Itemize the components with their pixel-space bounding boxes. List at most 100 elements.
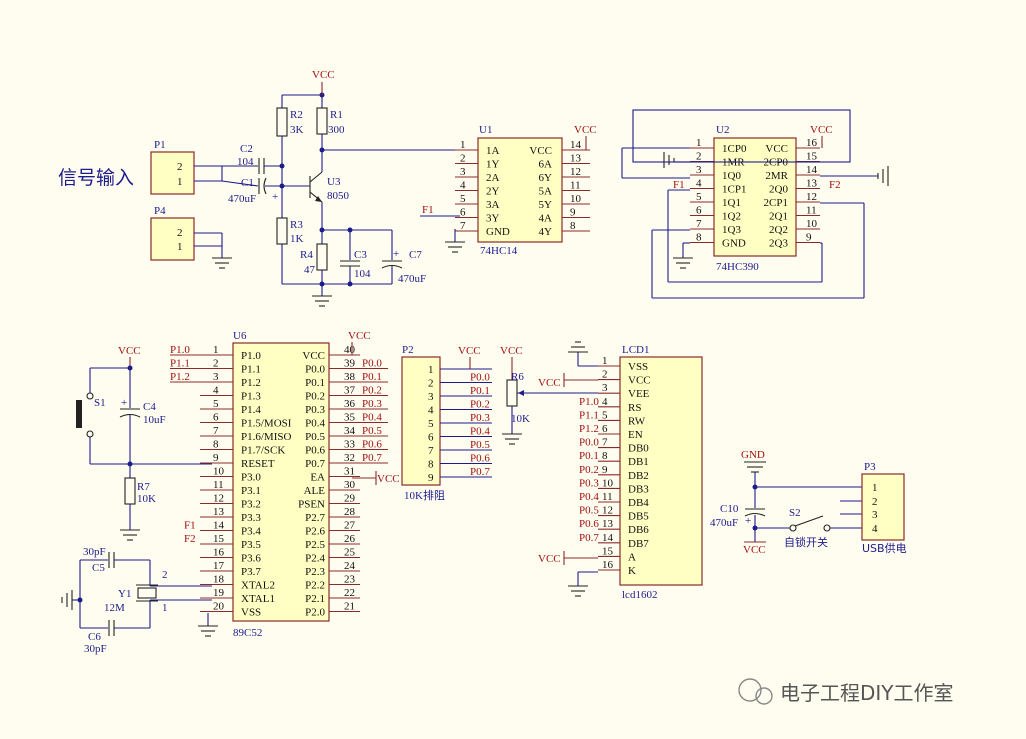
lcd-pin-name-15: A bbox=[628, 551, 636, 563]
lcd-pin-8: 8 bbox=[602, 450, 608, 462]
svg-text:12M: 12M bbox=[104, 602, 125, 614]
svg-text:74HC390: 74HC390 bbox=[716, 261, 759, 273]
svg-text:1: 1 bbox=[177, 241, 183, 253]
svg-text:S2: S2 bbox=[789, 507, 801, 519]
p2-net-1: P0.1 bbox=[470, 385, 490, 397]
u1-pin-11: 11 bbox=[570, 180, 581, 192]
lcd-pin-6: 6 bbox=[602, 423, 608, 435]
svg-text:C1: C1 bbox=[241, 177, 254, 189]
u1-pin-name-11: 5A bbox=[539, 186, 553, 198]
p2-pin-3: 3 bbox=[428, 391, 434, 403]
lcd-net-0: P1.0 bbox=[579, 396, 599, 408]
lcd-pin-13: 13 bbox=[602, 518, 614, 530]
u2-pin-5: 5 bbox=[696, 191, 702, 203]
lcd-pin-name-14: DB7 bbox=[628, 538, 649, 550]
svg-text:Y1: Y1 bbox=[118, 588, 131, 600]
u6-pin-name-26: P2.5 bbox=[305, 539, 325, 551]
u6-pin-name-20: VSS bbox=[241, 607, 261, 619]
u2-pin-name-10: 2Q2 bbox=[769, 224, 788, 236]
u6-pin-name-15: P3.5 bbox=[241, 539, 261, 551]
u2-pin-1: 1 bbox=[696, 137, 702, 149]
p2-pin-7: 7 bbox=[428, 445, 434, 457]
svg-text:8050: 8050 bbox=[327, 190, 350, 202]
u2-pin-name-1: 1CP0 bbox=[722, 143, 747, 155]
u2-pin-name-13: 2Q0 bbox=[769, 184, 788, 196]
u2-pin-name-8: GND bbox=[722, 238, 746, 250]
u6-net-left-1: P1.1 bbox=[170, 358, 190, 370]
u1-pin-name-8: 4Y bbox=[539, 226, 553, 238]
svg-text:VCC: VCC bbox=[538, 377, 561, 389]
u6-pin-35: 35 bbox=[344, 412, 356, 424]
u6-pin-name-21: P2.0 bbox=[305, 607, 325, 619]
svg-text:R1: R1 bbox=[330, 109, 343, 121]
svg-text:2: 2 bbox=[162, 569, 168, 581]
u6-pin-14: 14 bbox=[213, 520, 225, 532]
u6-pin-40: 40 bbox=[344, 344, 356, 356]
svg-text:R7: R7 bbox=[137, 481, 150, 493]
u6-pin-30: 30 bbox=[344, 479, 356, 491]
u6-pin-name-36: P0.3 bbox=[305, 404, 325, 416]
lcd-net-6: P0.3 bbox=[579, 477, 599, 489]
u2-pin-name-7: 1Q3 bbox=[722, 224, 741, 236]
u1-pin-name-1: 1A bbox=[486, 145, 500, 157]
u6-pin-name-12: P3.2 bbox=[241, 499, 261, 511]
usb-power: GND + C10 470uF VCC S2 自锁开关 P3 1 2 3 4 U… bbox=[710, 449, 907, 556]
u6-pin-name-9: RESET bbox=[241, 458, 275, 470]
svg-text:C6: C6 bbox=[88, 631, 101, 643]
lcd-net-9: P0.6 bbox=[579, 518, 599, 530]
signal-input-label: 信号输入 bbox=[58, 167, 134, 189]
u1-pin-name-12: 6Y bbox=[539, 172, 553, 184]
u2-pin-name-9: 2Q3 bbox=[769, 238, 788, 250]
u6-pin-name-24: P2.3 bbox=[305, 566, 325, 578]
lcd-pin-11: 11 bbox=[602, 491, 613, 503]
svg-text:VCC: VCC bbox=[574, 124, 597, 136]
lcd-pin-9: 9 bbox=[602, 464, 608, 476]
u6-pin-4: 4 bbox=[213, 385, 219, 397]
u2-pin-10: 10 bbox=[806, 218, 818, 230]
u1-pin-10: 10 bbox=[570, 193, 582, 205]
u6-pin-name-1: P1.0 bbox=[241, 350, 261, 362]
u1-pin-7: 7 bbox=[460, 220, 466, 232]
svg-text:30pF: 30pF bbox=[84, 643, 107, 655]
u1-pin-1: 1 bbox=[460, 139, 466, 151]
u6-net-right-1: P0.1 bbox=[362, 371, 382, 383]
lcd-pin-3: 3 bbox=[602, 382, 608, 394]
svg-text:+: + bbox=[121, 397, 127, 409]
p2-net-4: P0.4 bbox=[470, 426, 490, 438]
u1-pin-name-10: 5Y bbox=[539, 199, 553, 211]
u1-pin-6: 6 bbox=[460, 207, 466, 219]
u6-pin-name-30: ALE bbox=[304, 485, 326, 497]
u6-net-right-0: P0.0 bbox=[362, 358, 382, 370]
u6-pin-34: 34 bbox=[344, 425, 356, 437]
p2-pin-1: 1 bbox=[428, 364, 434, 376]
u6-pin-11: 11 bbox=[213, 479, 224, 491]
u6-net-left-0: P1.0 bbox=[170, 344, 190, 356]
lcd-pin-name-12: DB5 bbox=[628, 511, 649, 523]
svg-text:C7: C7 bbox=[409, 249, 422, 261]
u6-pin-20: 20 bbox=[213, 601, 225, 613]
u6-pin-name-5: P1.4 bbox=[241, 404, 261, 416]
resistor-r3: R3 1K bbox=[276, 217, 304, 284]
capacitor-c3: C3 104 bbox=[340, 227, 371, 287]
svg-text:1: 1 bbox=[177, 176, 183, 188]
u6-pin-name-22: P2.1 bbox=[305, 593, 325, 605]
potentiometer-r6: VCC R6 10K bbox=[500, 345, 598, 445]
svg-text:VCC: VCC bbox=[118, 345, 141, 357]
svg-text:1: 1 bbox=[872, 482, 878, 494]
u6-pin-16: 16 bbox=[213, 547, 225, 559]
u2-pin-12: 12 bbox=[806, 191, 817, 203]
u6-pin-12: 12 bbox=[213, 493, 224, 505]
svg-text:+: + bbox=[393, 248, 399, 260]
p2-net-3: P0.3 bbox=[470, 412, 490, 424]
u6-pin-21: 21 bbox=[344, 601, 355, 613]
svg-text:VCC: VCC bbox=[810, 124, 833, 136]
lcd-pin-2: 2 bbox=[602, 369, 608, 381]
u2-pin-7: 7 bbox=[696, 218, 702, 230]
capacitor-c7: + C7 470uF bbox=[381, 230, 426, 285]
u1-pin-5: 5 bbox=[460, 193, 466, 205]
svg-text:R2: R2 bbox=[290, 109, 303, 121]
u6-pin-1: 1 bbox=[213, 344, 219, 356]
